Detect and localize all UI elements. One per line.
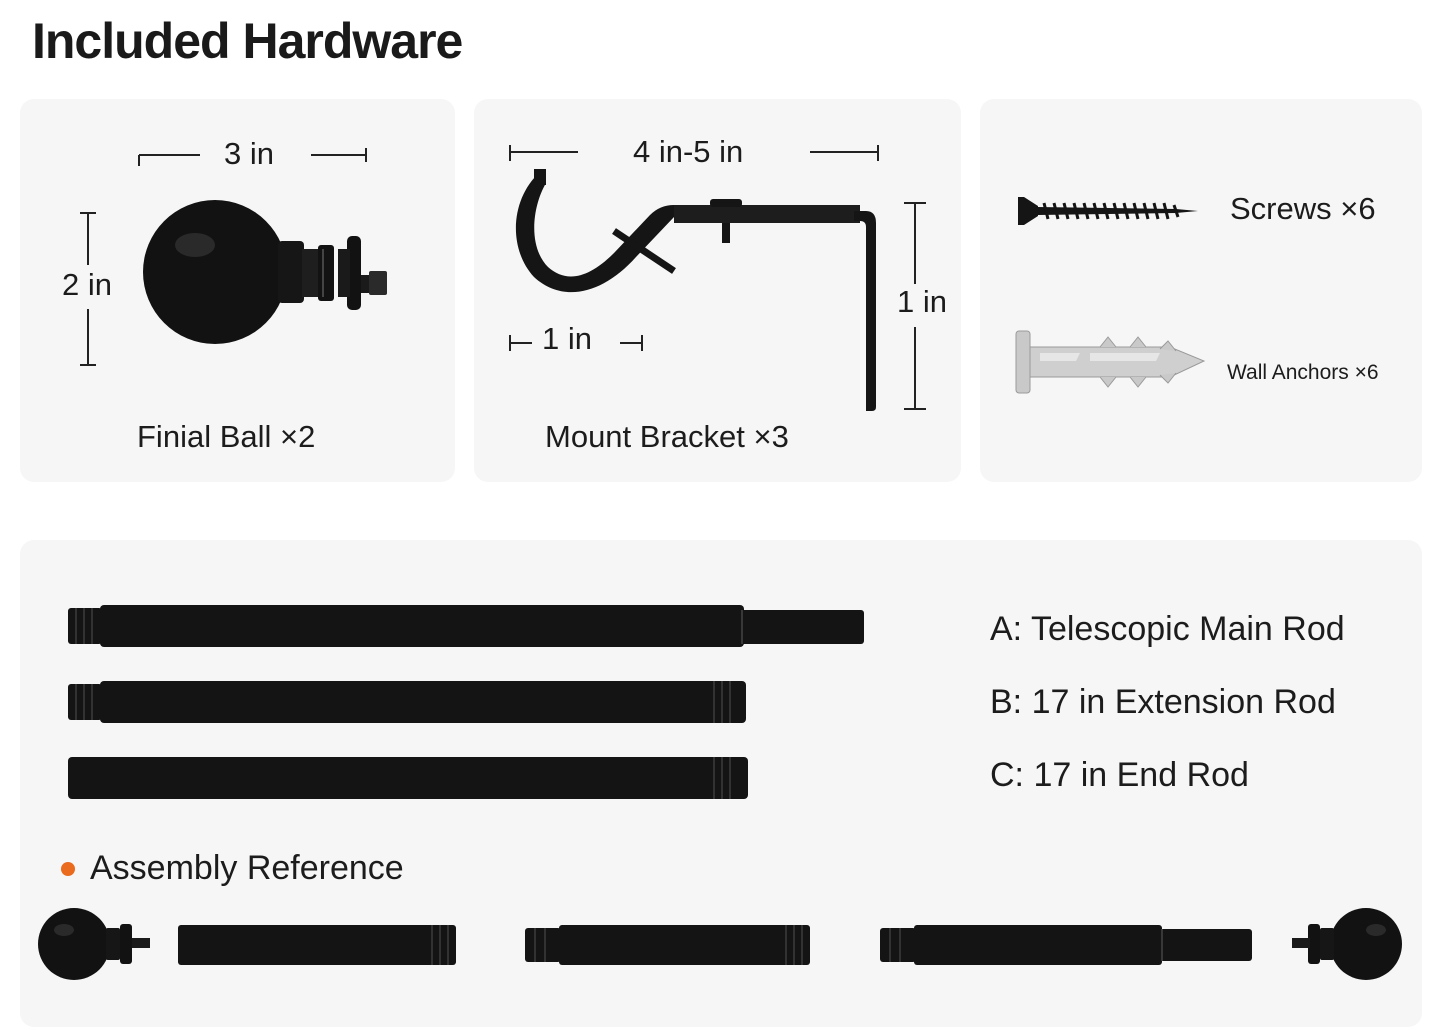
bracket-width-label: 4 in-5 in [633,134,744,169]
bracket-depth-label: 1 in [542,321,592,356]
rods-card: A: Telescopic Main Rod B: 17 in Extensio… [20,540,1422,1027]
finial-card: 3 in 2 in Finial Ball ×2 [20,99,455,482]
end-rod-icon [68,757,748,799]
bracket-caption: Mount Bracket ×3 [545,419,789,454]
wall-anchor-icon [1015,330,1206,394]
assembly-main-rod-icon [880,925,1252,965]
fasteners-illustration [1015,197,1206,394]
bracket-illustration [509,145,926,411]
finial-caption: Finial Ball ×2 [137,419,316,454]
finial-ball-icon [143,200,387,344]
curtain-bracket-icon [515,169,876,411]
bracket-card: 4 in-5 in 1 in 1 in Mount Bracket ×3 [474,99,961,482]
assembly-left-finial-icon [38,908,150,980]
finial-height-label: 2 in [62,267,112,302]
screws-label: Screws ×6 [1230,191,1376,226]
fasteners-card: Screws ×6 Wall Anchors ×6 [980,99,1422,482]
page-title: Included Hardware [32,13,463,69]
rod-a-label: A: Telescopic Main Rod [990,610,1345,648]
telescopic-main-rod-icon [68,605,864,647]
anchors-label: Wall Anchors ×6 [1227,361,1379,384]
finial-illustration [80,148,387,366]
assembly-end-rod-icon [178,925,456,965]
finial-width-label: 3 in [224,136,274,171]
assembly-right-finial-icon [1292,908,1402,980]
extension-rod-icon [68,681,746,723]
screw-icon [1018,197,1198,225]
rod-c-label: C: 17 in End Rod [990,756,1249,794]
bracket-height-label: 1 in [897,284,947,319]
rod-b-label: B: 17 in Extension Rod [990,683,1336,721]
rods-illustration [38,605,1402,980]
assembly-title: Assembly Reference [90,849,404,887]
assembly-bullet-icon [61,862,75,876]
assembly-extension-rod-icon [525,925,810,965]
